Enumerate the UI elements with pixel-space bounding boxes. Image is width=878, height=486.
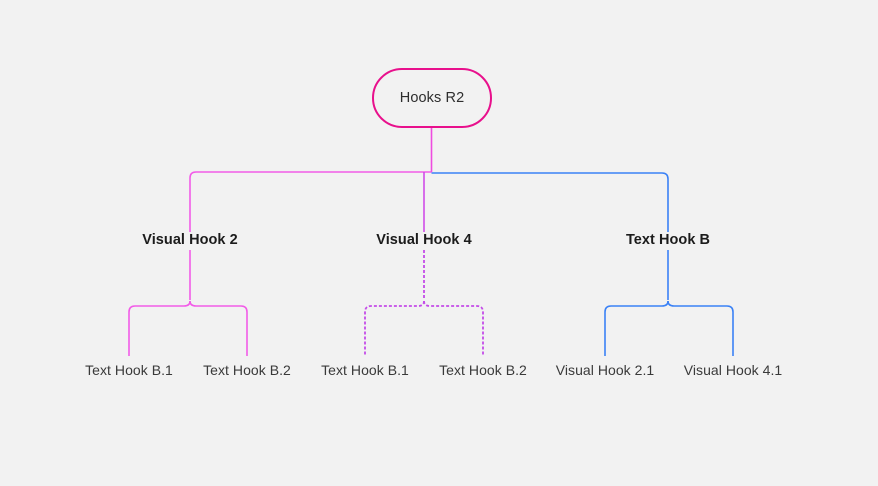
leaf-node-label: Text Hook B.1 bbox=[321, 362, 409, 378]
branch-node-text-hook-b[interactable]: Text Hook B bbox=[626, 232, 710, 248]
edge-branch-2-to-leaf-2 bbox=[423, 300, 484, 356]
leaf-node-b1-2[interactable]: Text Hook B.2 bbox=[203, 362, 291, 378]
edge-branch-2-to-leaf-1 bbox=[364, 300, 425, 356]
branch-node-label: Visual Hook 2 bbox=[142, 232, 238, 248]
leaf-node-label: Visual Hook 2.1 bbox=[555, 362, 655, 378]
leaf-node-b3-1[interactable]: Visual Hook 2.1 bbox=[556, 362, 655, 378]
edge-root-to-branch-3 bbox=[431, 172, 669, 232]
branch-node-label: Visual Hook 4 bbox=[376, 232, 472, 248]
branch-node-label: Text Hook B bbox=[625, 232, 711, 248]
leaf-node-b3-2[interactable]: Visual Hook 4.1 bbox=[684, 362, 783, 378]
edge-branch-3-to-leaf-2 bbox=[667, 300, 734, 356]
edge-branch-1-to-leaf-1 bbox=[128, 300, 191, 356]
leaf-node-b2-2[interactable]: Text Hook B.2 bbox=[439, 362, 527, 378]
leaf-node-label: Text Hook B.1 bbox=[85, 362, 173, 378]
branch-node-visual-hook-4[interactable]: Visual Hook 4 bbox=[376, 232, 471, 248]
root-node-label: Hooks R2 bbox=[399, 90, 465, 106]
leaf-node-b2-1[interactable]: Text Hook B.1 bbox=[321, 362, 409, 378]
leaf-node-label: Text Hook B.2 bbox=[439, 362, 527, 378]
branch-node-visual-hook-2[interactable]: Visual Hook 2 bbox=[142, 232, 237, 248]
leaf-node-label: Text Hook B.2 bbox=[203, 362, 291, 378]
leaf-node-b1-1[interactable]: Text Hook B.1 bbox=[85, 362, 173, 378]
leaf-node-label: Visual Hook 4.1 bbox=[683, 362, 783, 378]
edge-branch-3-to-leaf-1 bbox=[604, 300, 669, 356]
edge-root-to-branch-1 bbox=[189, 171, 432, 232]
root-node[interactable]: Hooks R2 bbox=[372, 68, 492, 128]
edge-branch-1-to-leaf-2 bbox=[189, 300, 248, 356]
